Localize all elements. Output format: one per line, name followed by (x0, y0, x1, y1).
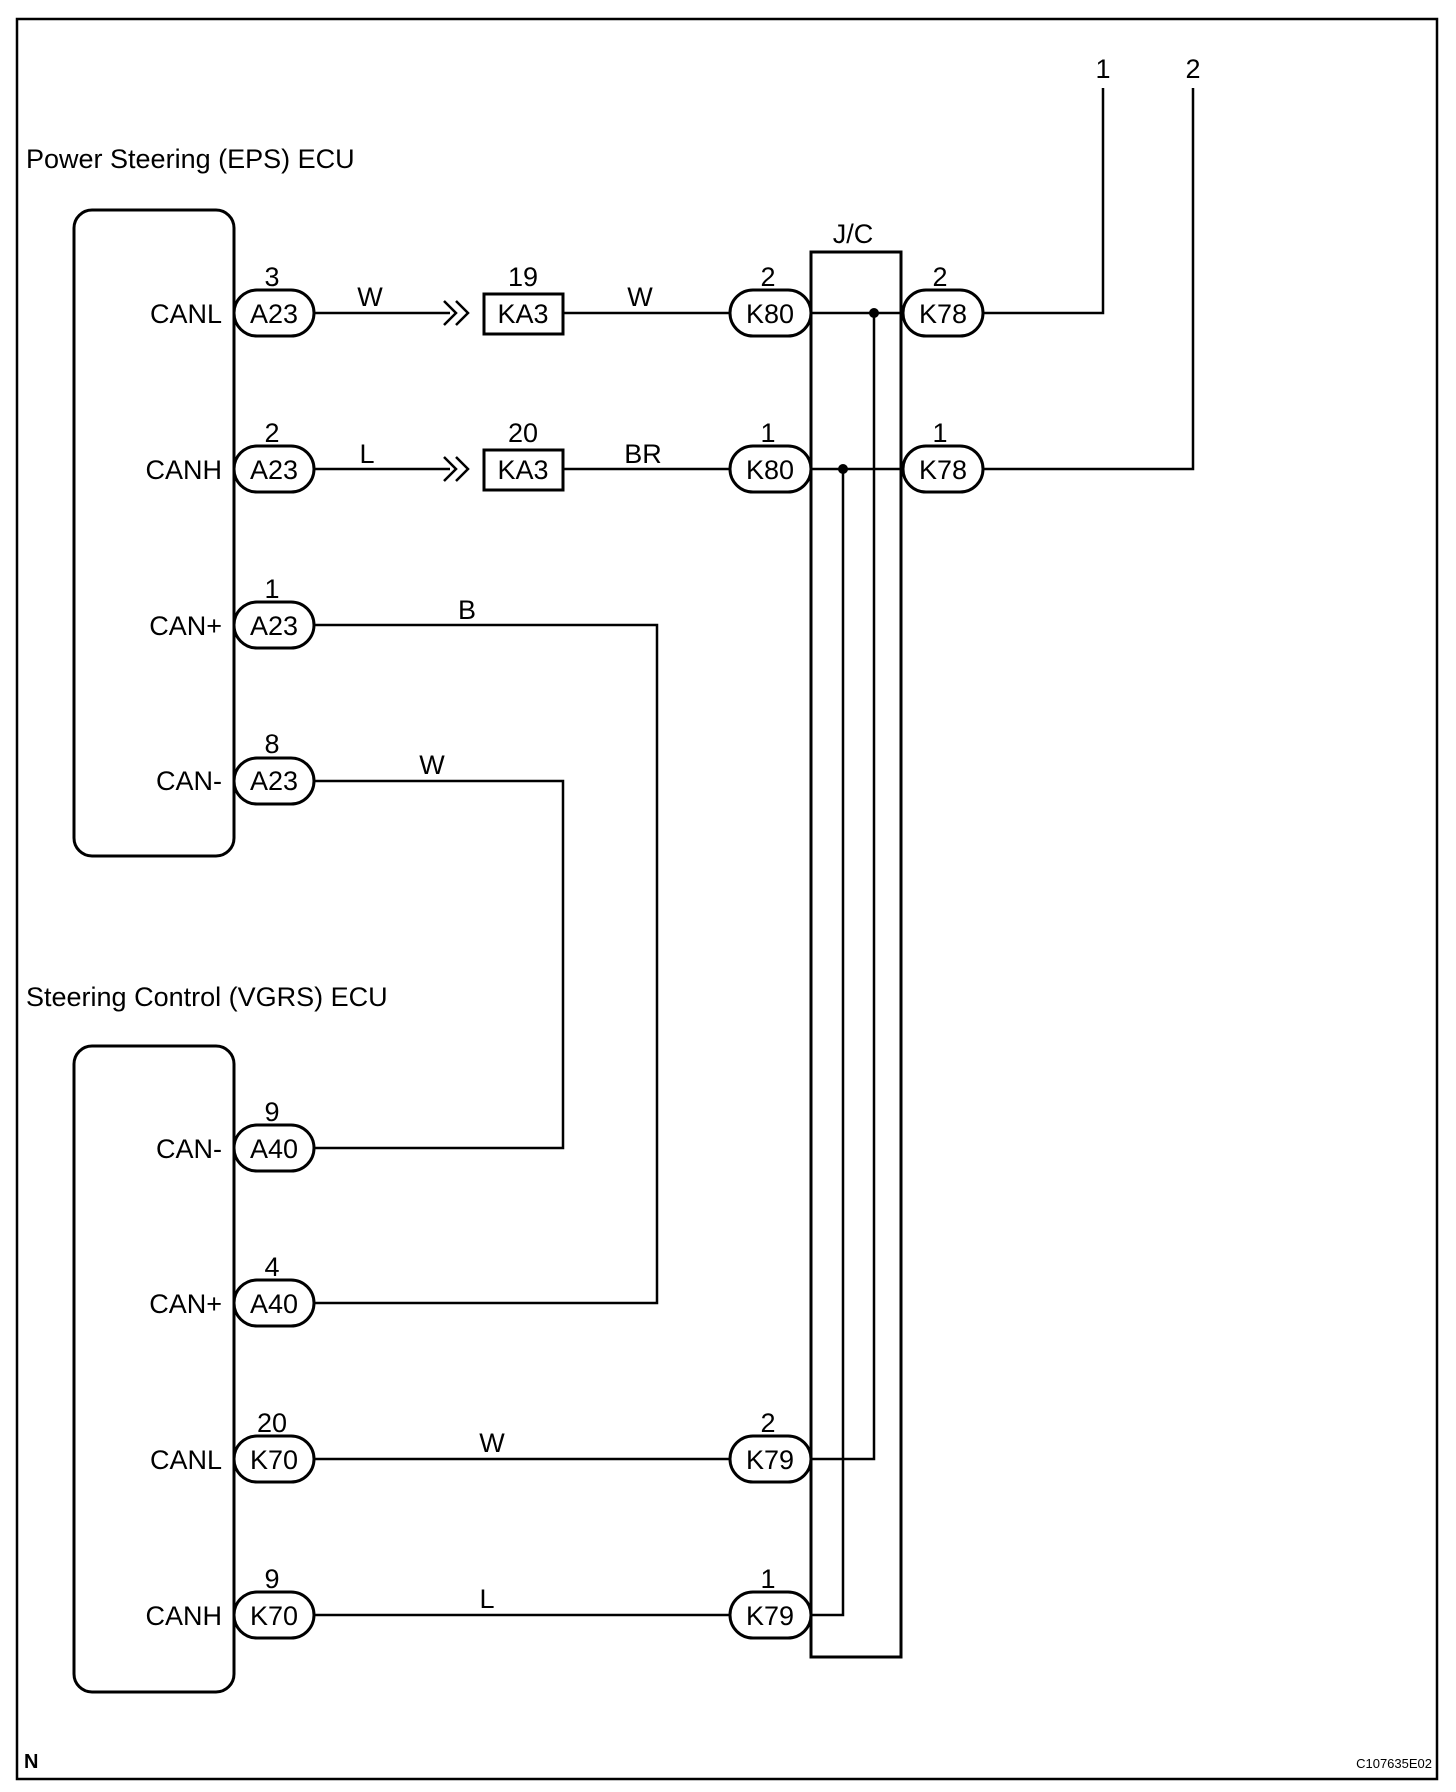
svg-text:9: 9 (264, 1097, 279, 1127)
svg-text:4: 4 (264, 1252, 279, 1282)
wire-color-canl-b: W (627, 282, 653, 312)
wire-color-can-minus: W (419, 750, 445, 780)
diagram-frame (15, 17, 1439, 1781)
svg-text:K70: K70 (250, 1601, 298, 1631)
svg-text:1: 1 (760, 1564, 775, 1594)
eps-pin-can-plus: CAN+ (149, 611, 222, 641)
svg-text:KA3: KA3 (497, 455, 548, 485)
jc-bus-canl-vertical (811, 313, 876, 1461)
svg-text:A40: A40 (250, 1289, 298, 1319)
corner-mark: N (24, 1751, 38, 1773)
connector-arrow-icon (443, 300, 470, 326)
junction-connector-box (809, 250, 903, 1659)
svg-text:A23: A23 (250, 299, 298, 329)
vgrs-pin-can-minus: CAN- (156, 1134, 222, 1164)
svg-text:K78: K78 (919, 455, 967, 485)
ecu-connector: A40 9 (232, 1097, 316, 1173)
svg-text:9: 9 (264, 1564, 279, 1594)
splice-dot (838, 464, 848, 474)
wire-color-vgrs-canh: L (479, 1584, 494, 1614)
connector-arrow-icon (443, 456, 470, 482)
output-2-label: 2 (1185, 54, 1200, 84)
eps-pin-canh: CANH (145, 455, 222, 485)
vgrs-ecu-title: Steering Control (VGRS) ECU (26, 982, 388, 1012)
ecu-connector: A23 2 (232, 418, 316, 494)
eps-ecu-title: Power Steering (EPS) ECU (26, 144, 355, 174)
jc-connector: K78 1 (901, 418, 985, 494)
wire-output-1 (983, 88, 1105, 315)
svg-text:1: 1 (264, 574, 279, 604)
svg-text:8: 8 (264, 729, 279, 759)
ecu-connector: K70 9 (232, 1564, 316, 1640)
ecu-connector: A40 4 (232, 1252, 316, 1328)
figure-code: C107635E02 (1356, 1756, 1432, 1771)
jc-bus-canh-vertical (811, 469, 845, 1617)
svg-text:A23: A23 (250, 455, 298, 485)
svg-text:K70: K70 (250, 1445, 298, 1475)
jc-connector: K78 2 (901, 262, 985, 338)
eps-pin-canl: CANL (150, 299, 222, 329)
wire-color-vgrs-canl: W (479, 1428, 505, 1458)
splice-dot (869, 308, 879, 318)
ecu-connector: A23 8 (232, 729, 316, 806)
output-1-label: 1 (1095, 54, 1110, 84)
svg-text:A40: A40 (250, 1134, 298, 1164)
jc-connector: K80 1 (728, 418, 813, 494)
svg-text:KA3: KA3 (497, 299, 548, 329)
inline-connector: KA3 20 (482, 418, 565, 492)
vgrs-pin-can-plus: CAN+ (149, 1289, 222, 1319)
svg-text:19: 19 (508, 262, 538, 292)
svg-text:K80: K80 (746, 455, 794, 485)
svg-text:K79: K79 (746, 1601, 794, 1631)
wire-color-canh-b: BR (624, 439, 662, 469)
svg-text:K80: K80 (746, 299, 794, 329)
svg-text:2: 2 (264, 418, 279, 448)
wire-can-minus (314, 779, 565, 1150)
svg-text:A23: A23 (250, 611, 298, 641)
svg-text:20: 20 (508, 418, 538, 448)
svg-text:2: 2 (932, 262, 947, 292)
jc-connector: K79 2 (728, 1408, 813, 1484)
ecu-connector: A23 1 (232, 574, 316, 650)
wire-color-canh-a: L (359, 439, 374, 469)
svg-text:K79: K79 (746, 1445, 794, 1475)
wire-can-plus (314, 623, 659, 1305)
wire-color-can-plus: B (458, 595, 476, 625)
svg-text:2: 2 (760, 262, 775, 292)
svg-text:2: 2 (760, 1408, 775, 1438)
svg-text:20: 20 (257, 1408, 287, 1438)
eps-ecu-box (72, 208, 236, 858)
svg-text:1: 1 (760, 418, 775, 448)
junction-connector-label: J/C (833, 219, 874, 249)
wire-color-canl-a: W (357, 282, 383, 312)
ecu-connector: A23 3 (232, 262, 316, 338)
vgrs-pin-canh: CANH (145, 1601, 222, 1631)
svg-text:K78: K78 (919, 299, 967, 329)
jc-connector: K79 1 (728, 1564, 813, 1640)
vgrs-pin-canl: CANL (150, 1445, 222, 1475)
ecu-connector: K70 20 (232, 1408, 316, 1484)
jc-connector: K80 2 (728, 262, 813, 338)
vgrs-ecu-box (72, 1044, 236, 1694)
svg-text:1: 1 (932, 418, 947, 448)
svg-text:3: 3 (264, 262, 279, 292)
inline-connector: KA3 19 (482, 262, 565, 336)
wire-output-2 (983, 88, 1195, 471)
eps-pin-can-minus: CAN- (156, 766, 222, 796)
svg-text:A23: A23 (250, 766, 298, 796)
